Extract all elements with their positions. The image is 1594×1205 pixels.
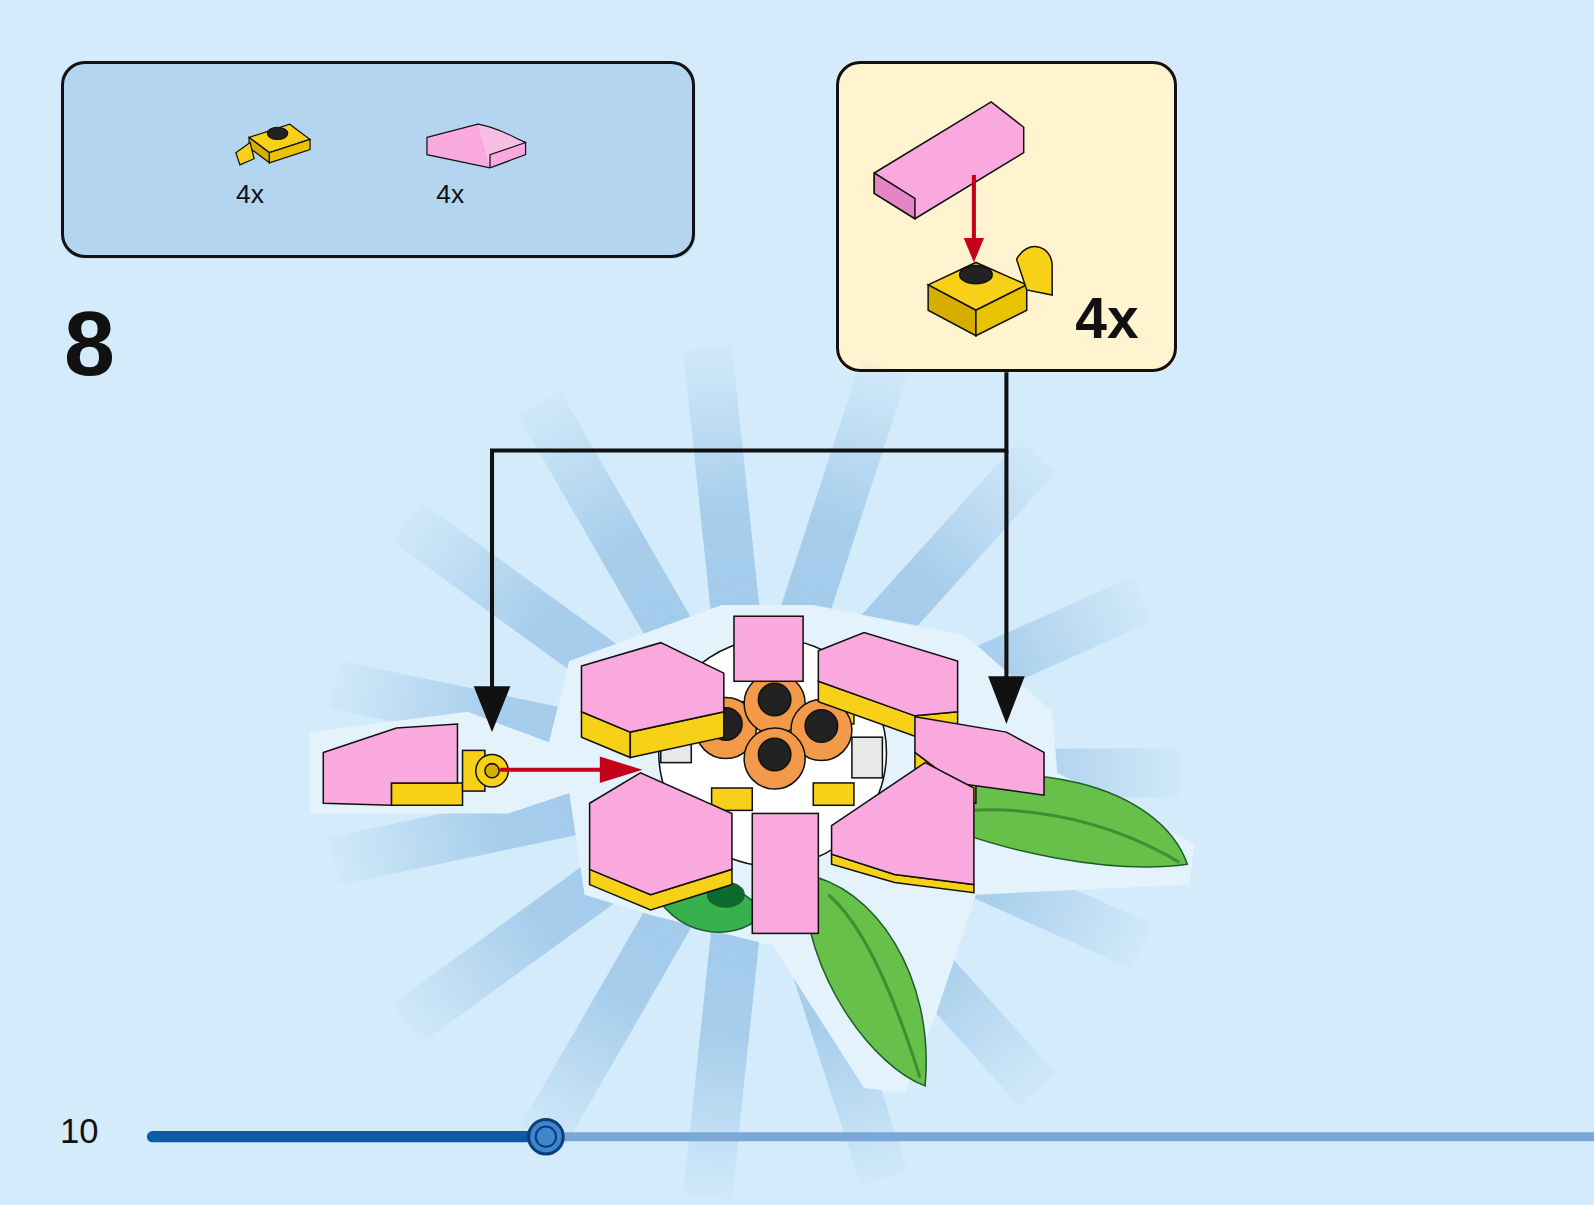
part-quantity: 4x [436, 181, 464, 207]
assembly-arrow [500, 768, 610, 772]
assembly-arrowhead [600, 757, 643, 783]
parts-list-box: 4x 4x [61, 61, 695, 258]
petals [581, 616, 1044, 933]
progress-fill [152, 1131, 545, 1142]
part-icons [236, 124, 526, 168]
callout-fill [836, 61, 1178, 372]
callout-arrow [972, 175, 976, 244]
progress-knob [529, 1119, 564, 1154]
page-number: 10 [60, 1114, 98, 1149]
callout-quantity: 4x [1075, 290, 1138, 347]
leader-arrowhead [474, 686, 511, 732]
leader-arrowhead [988, 676, 1025, 724]
progress-track [546, 1132, 1594, 1141]
detached-petal [323, 724, 508, 805]
step-number: 8 [64, 298, 115, 390]
callout-parts [874, 102, 1052, 336]
sub-assembly-callout: 4x [836, 61, 1178, 372]
callout-arrowhead [964, 238, 984, 262]
halo [310, 605, 1194, 1093]
parts-panel-fill [61, 61, 695, 258]
callout-leader [492, 372, 1006, 691]
part-quantity: 4x [236, 181, 264, 207]
